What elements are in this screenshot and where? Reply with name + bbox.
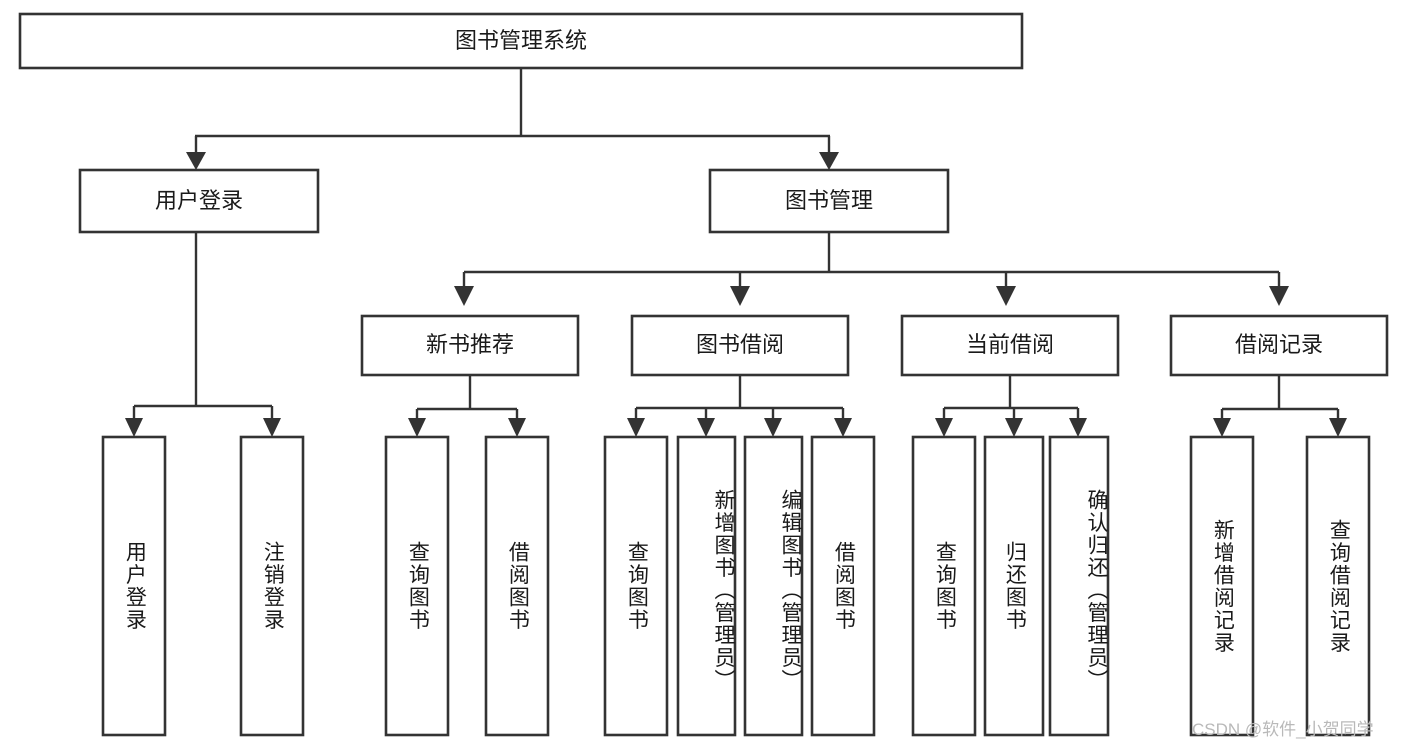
node-box-root[interactable] (18, 12, 1024, 70)
node-box-borrow-record[interactable] (1169, 314, 1389, 377)
arrow-head-leaf-new-book-2 (508, 418, 526, 437)
leaf-box-current-borrow-2[interactable] (983, 435, 1045, 737)
arrow-head-current-borrow (996, 286, 1016, 306)
arrow-head-leaf-borrow-record-1 (1213, 418, 1231, 437)
arrow-head-leaf-new-book-1 (408, 418, 426, 437)
leaf-box-current-borrow-3[interactable] (1048, 435, 1110, 737)
leaf-box-book-borrow-4[interactable] (810, 435, 876, 737)
arrow-head-leaf-book-borrow-2 (697, 418, 715, 437)
connector-group-root (186, 68, 839, 170)
arrow-head-leaf-book-borrow-1 (627, 418, 645, 437)
leaf-box-borrow-record-2[interactable] (1305, 435, 1371, 737)
node-box-book-management[interactable] (708, 168, 950, 234)
node-label-new-book-recommend: 新书推荐 (426, 332, 514, 357)
arrow-head-leaf-user-login-1 (125, 418, 143, 437)
node-label-current-borrow: 当前借阅 (966, 332, 1054, 357)
connector-group-book-mgmt (454, 232, 1289, 306)
arrow-head-leaf-book-borrow-3 (764, 418, 782, 437)
arrow-head-leaf-current-borrow-3 (1069, 418, 1087, 437)
connector-group-current-borrow-leaves (935, 375, 1087, 437)
connector-group-borrow-record-leaves (1213, 375, 1347, 437)
leaf-box-user-login-1[interactable] (101, 435, 167, 737)
node-label-borrow-record: 借阅记录 (1235, 332, 1323, 357)
node-box-user-login[interactable] (78, 168, 320, 234)
leaf-box-new-book-1[interactable] (384, 435, 450, 737)
leaf-box-book-borrow-1[interactable] (603, 435, 669, 737)
node-box-book-borrow[interactable] (630, 314, 850, 377)
arrow-head-borrow-record (1269, 286, 1289, 306)
leaf-box-borrow-record-1[interactable] (1189, 435, 1255, 737)
node-box-new-book-recommend[interactable] (360, 314, 580, 377)
arrow-head-leaf-book-borrow-4 (834, 418, 852, 437)
node-box-current-borrow[interactable] (900, 314, 1120, 377)
connector-group-book-borrow-leaves (627, 375, 852, 437)
arrow-head-user-login (186, 152, 206, 170)
leaf-box-current-borrow-1[interactable] (911, 435, 977, 737)
node-label-user-login: 用户登录 (155, 188, 243, 213)
csdn-watermark: CSDN @软件_小贺同学 (1192, 720, 1374, 739)
arrow-head-book-mgmt (819, 152, 839, 170)
leaf-box-user-login-2[interactable] (239, 435, 305, 737)
node-label-book-borrow: 图书借阅 (696, 332, 784, 357)
arrow-head-leaf-current-borrow-1 (935, 418, 953, 437)
arrow-head-leaf-current-borrow-2 (1005, 418, 1023, 437)
arrow-head-leaf-user-login-2 (263, 418, 281, 437)
node-label-root: 图书管理系统 (455, 28, 587, 53)
arrow-head-leaf-borrow-record-2 (1329, 418, 1347, 437)
arrow-head-new-book-recommend (454, 286, 474, 306)
connector-group-user-login (125, 232, 281, 437)
arrow-head-book-borrow (730, 286, 750, 306)
leaf-box-new-book-2[interactable] (484, 435, 550, 737)
connector-group-new-book-recommend (408, 375, 526, 437)
leaf-box-book-borrow-2[interactable] (676, 435, 737, 737)
node-label-book-management: 图书管理 (785, 188, 873, 213)
leaf-box-book-borrow-3[interactable] (743, 435, 804, 737)
